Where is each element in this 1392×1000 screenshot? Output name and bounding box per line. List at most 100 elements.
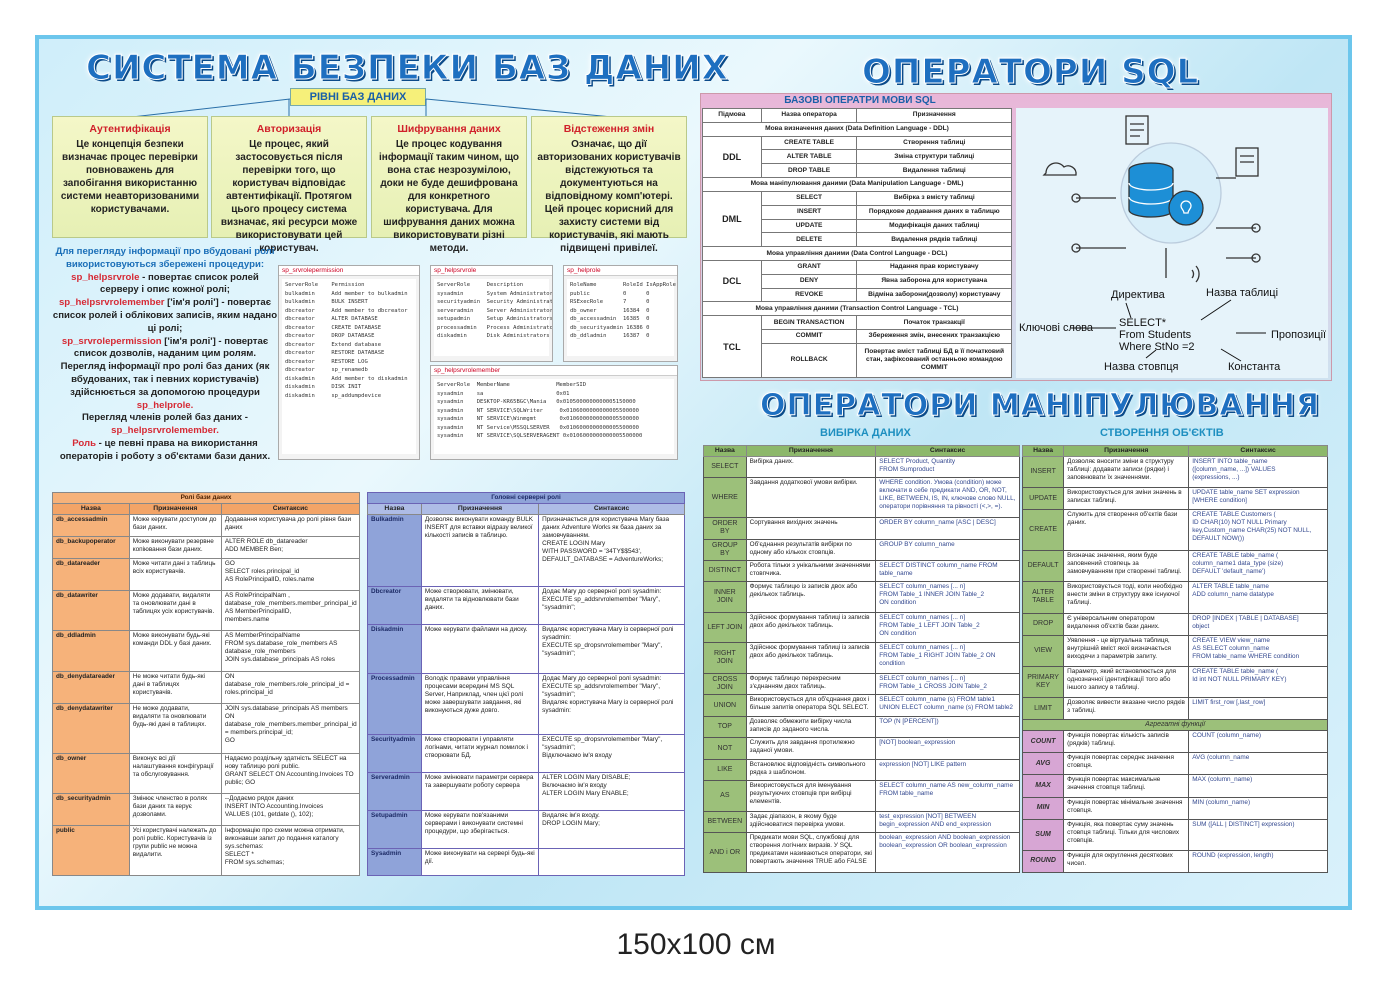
name-cell: PRIMARY KEY [1021,666,1065,699]
syntax-cell: AS MemberPrincipalName FROM sys.database… [220,630,361,673]
syntax-cell: Видаляє ім'я входу. DROP LOGIN Mary; [538,810,685,850]
name-cell: INNER JOIN [703,581,747,613]
purpose-cell: Не може читати будь-які дані в таблицях … [128,671,222,704]
sql-operators-title: ОПЕРАТОРИ SQL [861,52,1200,93]
syntax-cell: GO SELECT roles.principal_id AS RolePrin… [220,558,361,591]
syntax-cell: expression [NOT] LIKE pattern [875,758,1020,782]
purpose-cell: Функція повертає середнє значення стовпц… [1063,752,1190,776]
name-cell: DROP [1021,612,1065,636]
purpose-cell: Сортування вихідних значень [745,517,877,540]
sql-query-diagram: Директива Назва таблиці Ключові слова SE… [1016,108,1328,378]
screenshot-title: sp_helpsrvrole [431,266,552,276]
sublanguage-code: TCL [702,315,762,378]
name-cell: AS [703,780,747,812]
purpose-cell: Предикати мови SQL, службовці для створе… [745,832,877,873]
purpose-cell: Може керувати пов'язаними серверами і ви… [420,810,540,850]
column-header: Призначення [745,445,877,457]
level-card-text: Означає, що дії авторизованих користувач… [537,139,681,254]
syntax-cell: LIMIT first_row [,last_row] [1188,697,1328,721]
basic-operators-subtitle: БАЗОВІ ОПЕРАТРИ МОВИ SQL [784,95,936,106]
syntax-cell: Видаляє користувача Mary із серверної ро… [538,623,685,675]
purpose-cell: Використовується для об'єднання двох і б… [745,694,877,717]
name-cell: TOP [703,715,747,739]
purpose-cell: Використовується тоді, коли необхідно вн… [1063,581,1190,614]
operator-purpose: Збереження змін, внесених транзакцією [856,329,1012,344]
purpose-cell: Може виконувати будь-які команди DDL у б… [128,630,222,673]
sublanguage-code: DML [702,190,762,248]
proc-name: sp_helpsrvrolemember. [111,425,219,437]
operator-name: DELETE [760,232,858,248]
level-card-text: Це процес кодування інформації таким чин… [379,139,519,254]
proc-desc: Перегляд інформації про ролі баз даних (… [60,361,270,398]
column-header: Призначення [420,503,540,515]
purpose-cell: Здійснює формування таблиці із записів д… [745,642,877,674]
purpose-cell: Служить для створення об'єктів бази дани… [1063,509,1190,551]
purpose-cell: Функція повертає кількість записів (рядк… [1063,730,1190,754]
purpose-cell: Є універсальним оператором видалення об'… [1063,612,1190,636]
purpose-cell: Може виконувати резервне копіювання бази… [128,536,222,560]
role-term: Роль [72,437,96,449]
syntax-cell: MAX (column_name) [1188,774,1328,798]
object-creation-subtitle: СТВОРЕННЯ ОБ'ЄКТІВ [1100,427,1224,439]
purpose-cell: Формує таблицю перехресним з'єднанням дв… [745,672,877,696]
syntax-cell: ORDER BY column_name [ASC | DESC] [875,517,1020,540]
purpose-cell: Уявлення - це віртуальна таблиця, внутрі… [1063,634,1190,668]
name-cell: db_accessadmin [52,513,130,538]
name-cell: CROSS JOIN [703,672,747,696]
name-cell: ORDER BY [703,517,747,540]
purpose-cell: Усі користувачі належать до ролі public.… [128,824,222,877]
diagram-query-line3: Where StNo =2 [1119,341,1195,353]
purpose-cell: Може створювати і управляти логінами, чи… [420,733,540,774]
diagram-label-column-name: Назва стовпця [1104,361,1179,373]
name-cell: db_denydatawriter [52,702,130,754]
syntax-cell: TOP (N [PERCENT]) [875,715,1020,739]
results-grid: ServerRole MemberName MemberSID sysadmin… [434,379,674,454]
purpose-cell: Функція для округлення десяткових чисел. [1063,849,1190,874]
proc-desc: Перегляд членів ролей баз даних - [81,412,248,424]
diagram-label-clauses: Пропозиції [1271,329,1326,341]
levels-label: РІВНІ БАЗ ДАНИХ [290,88,426,106]
purpose-cell: Може керувати доступом до бази даних. [128,513,222,538]
level-card-title: Відстеження змін [563,123,655,135]
function-name-cell: ROUND [1021,849,1065,874]
sublanguage-code: DDL [702,135,762,179]
operator-purpose: Зміна структури таблиці [856,149,1012,165]
function-name-cell: COUNT [1021,730,1065,754]
diagram-query-line2: From Students [1119,329,1192,341]
syntax-cell: Призначається для користувача Mary база … [538,514,685,587]
column-header: Синтаксис [538,503,685,515]
syntax-cell: [NOT] boolean_expression [875,737,1020,760]
syntax-cell: UPDATE table_name SET expression [WHERE … [1188,487,1328,511]
diagram-query-line1: SELECT* [1119,317,1167,329]
name-cell: db_backupoperator [52,536,130,560]
purpose-cell: Використовується для зміни значень в зап… [1063,487,1190,511]
